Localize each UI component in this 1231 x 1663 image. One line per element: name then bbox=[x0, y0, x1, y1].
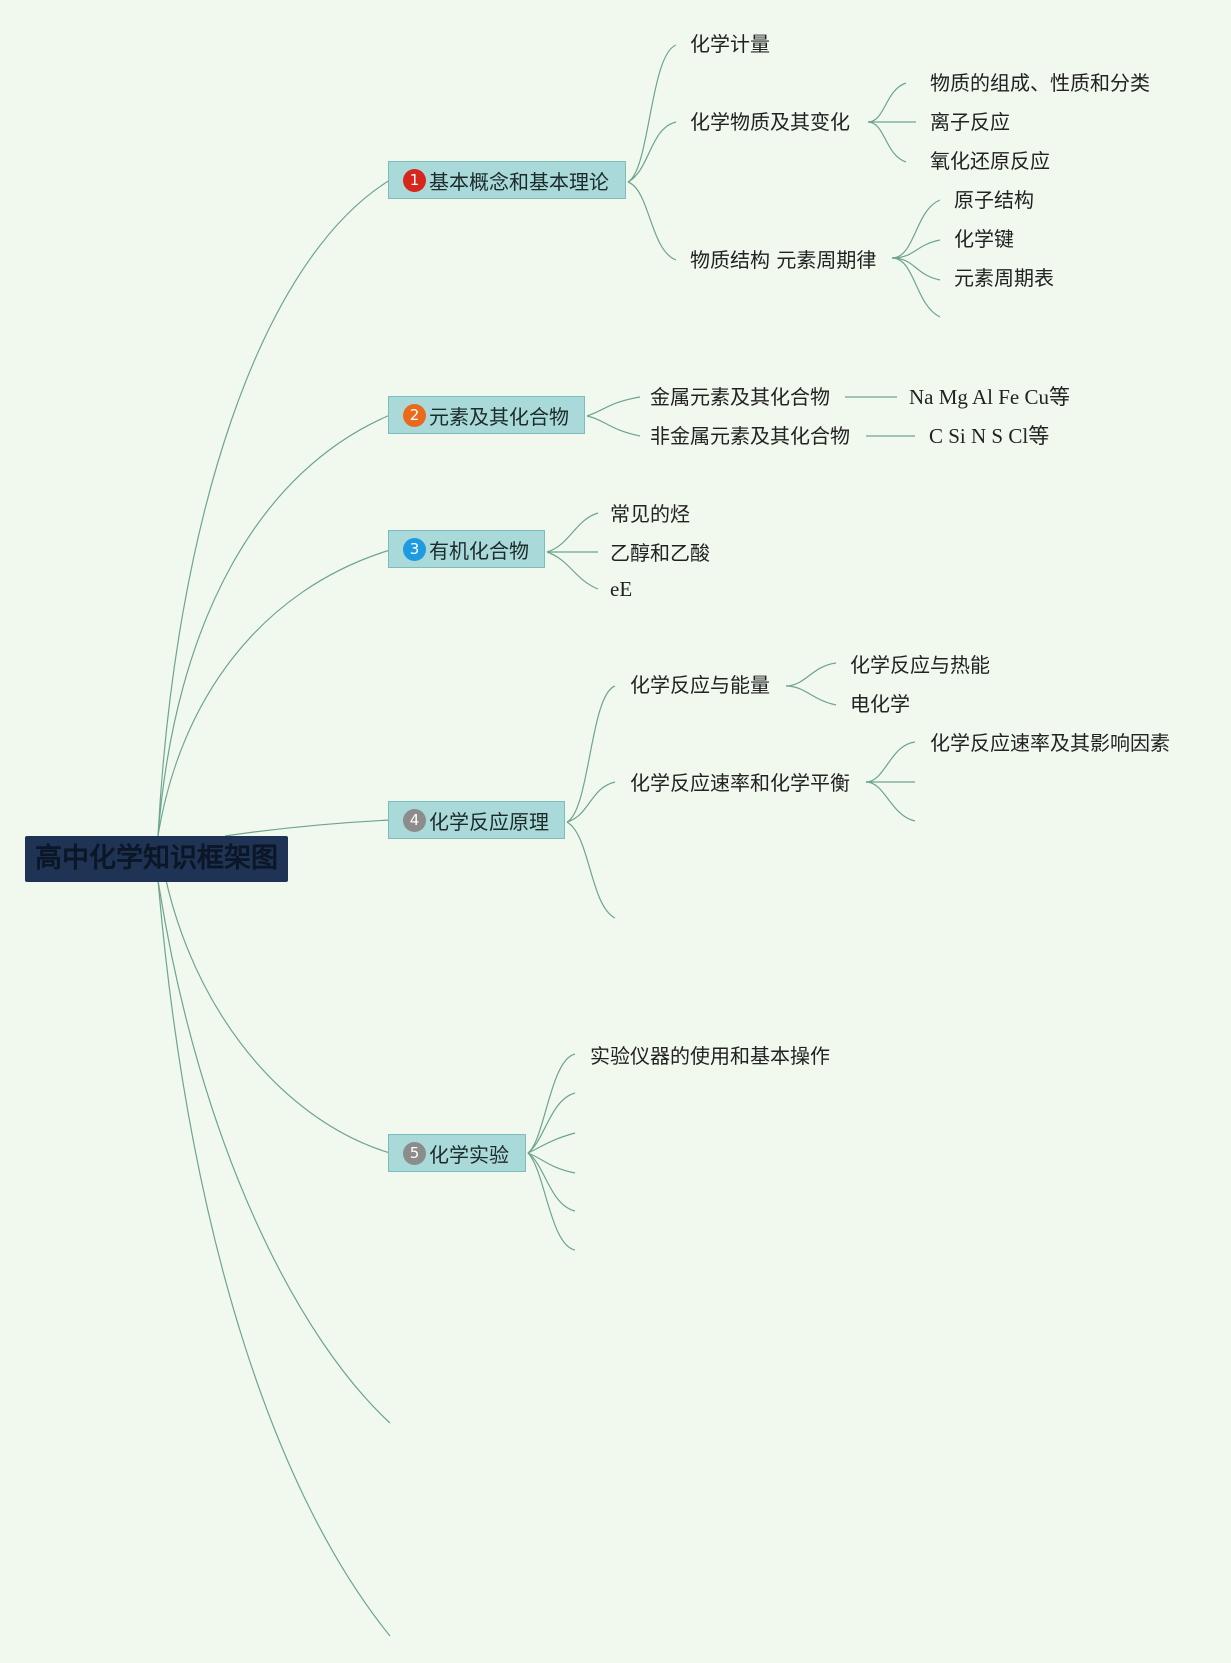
topic-rate-equilibrium[interactable]: 化学反应速率和化学平衡 bbox=[630, 771, 850, 795]
branch-elements-compounds[interactable]: 2 元素及其化合物 bbox=[388, 396, 585, 434]
topic-ionic-reaction[interactable]: 离子反应 bbox=[930, 110, 1010, 134]
topic-metal-elements[interactable]: 金属元素及其化合物 bbox=[650, 385, 830, 409]
topic-nonmetal-elements[interactable]: 非金属元素及其化合物 bbox=[650, 424, 850, 448]
branch-experiments[interactable]: 5 化学实验 bbox=[388, 1134, 526, 1172]
topic-reaction-heat[interactable]: 化学反应与热能 bbox=[850, 653, 990, 677]
branch-basic-concepts[interactable]: 1 基本概念和基本理论 bbox=[388, 161, 626, 199]
badge-5: 5 bbox=[403, 1141, 426, 1165]
branch-organic-compounds[interactable]: 3 有机化合物 bbox=[388, 530, 545, 568]
topic-reaction-energy[interactable]: 化学反应与能量 bbox=[630, 673, 770, 697]
topic-lab-instruments[interactable]: 实验仪器的使用和基本操作 bbox=[590, 1044, 830, 1068]
topic-rate-factors[interactable]: 化学反应速率及其影响因素 bbox=[930, 731, 1170, 755]
topic-chemical-bond[interactable]: 化学键 bbox=[954, 227, 1014, 251]
topic-ethanol-acetic-acid[interactable]: 乙醇和乙酸 bbox=[610, 541, 710, 565]
badge-2: 2 bbox=[403, 403, 426, 427]
topic-nonmetal-examples[interactable]: C Si N S Cl等 bbox=[929, 424, 1050, 448]
badge-1: 1 bbox=[403, 168, 426, 192]
root-topic[interactable]: 高中化学知识框架图 bbox=[25, 836, 288, 882]
topic-stoichiometry[interactable]: 化学计量 bbox=[690, 32, 770, 56]
branch-label: 元素及其化合物 bbox=[429, 404, 569, 429]
topic-periodic-table[interactable]: 元素周期表 bbox=[954, 266, 1054, 290]
topic-ee[interactable]: eE bbox=[610, 577, 633, 601]
branch-label: 有机化合物 bbox=[429, 538, 529, 563]
topic-substances-changes[interactable]: 化学物质及其变化 bbox=[690, 110, 850, 134]
badge-4: 4 bbox=[403, 808, 426, 832]
branch-label: 化学反应原理 bbox=[429, 809, 549, 834]
topic-atomic-structure[interactable]: 原子结构 bbox=[954, 188, 1034, 212]
topic-metal-examples[interactable]: Na Mg Al Fe Cu等 bbox=[909, 385, 1071, 409]
topic-hydrocarbons[interactable]: 常见的烃 bbox=[610, 502, 690, 526]
branch-label: 基本概念和基本理论 bbox=[429, 169, 609, 194]
topic-structure-periodic-law[interactable]: 物质结构 元素周期律 bbox=[690, 248, 877, 272]
topic-composition[interactable]: 物质的组成、性质和分类 bbox=[930, 71, 1150, 95]
badge-3: 3 bbox=[403, 537, 426, 561]
branch-label: 化学实验 bbox=[429, 1142, 509, 1167]
branch-reaction-principles[interactable]: 4 化学反应原理 bbox=[388, 801, 565, 839]
topic-redox-reaction[interactable]: 氧化还原反应 bbox=[930, 149, 1050, 173]
topic-electrochemistry[interactable]: 电化学 bbox=[850, 692, 910, 716]
